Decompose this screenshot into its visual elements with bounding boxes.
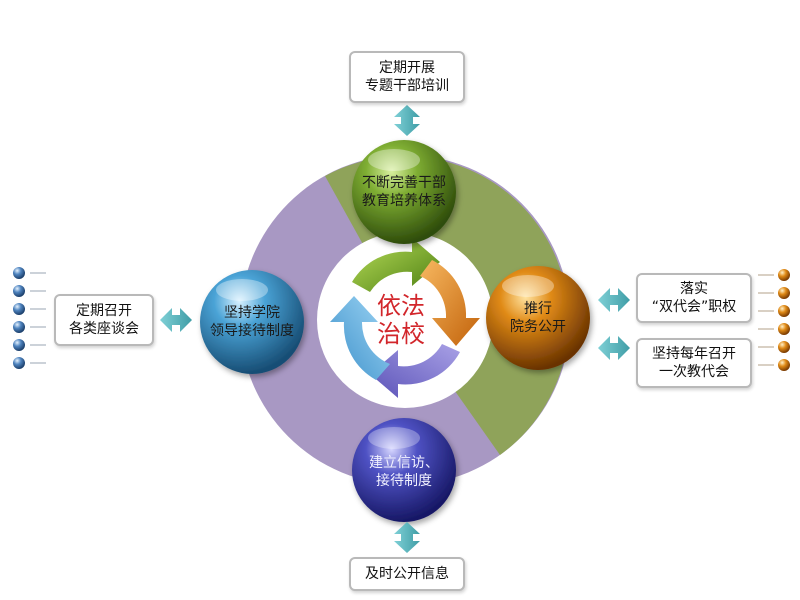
blue-dot-icon bbox=[13, 285, 25, 297]
box-top: 定期开展 专题干部培训 bbox=[349, 51, 465, 103]
arrow-orange-icon bbox=[420, 260, 480, 346]
sphere-left-line-2: 领导接待制度 bbox=[210, 323, 294, 339]
orange-dot-icon bbox=[778, 341, 790, 353]
blue-dot-icon bbox=[13, 267, 25, 279]
sphere-top bbox=[352, 140, 456, 244]
box-top-line-2: 专题干部培训 bbox=[365, 78, 449, 94]
sphere-left bbox=[200, 270, 304, 374]
connector-top-icon bbox=[394, 105, 420, 136]
box-right-top: 落实 “双代会”职权 bbox=[636, 273, 752, 323]
box-left-line-2: 各类座谈会 bbox=[69, 321, 139, 337]
blue-dot-icon bbox=[13, 303, 25, 315]
box-left: 定期召开 各类座谈会 bbox=[54, 294, 154, 346]
sphere-right bbox=[486, 266, 590, 370]
arrow-blue-icon bbox=[330, 296, 390, 380]
right-dot-list bbox=[758, 269, 790, 371]
orange-dot-icon bbox=[778, 359, 790, 371]
left-dot-list bbox=[13, 267, 46, 369]
orange-dot-icon bbox=[778, 287, 790, 299]
blue-dot-icon bbox=[13, 339, 25, 351]
sphere-top-label: 不断完善干部 教育培养体系 bbox=[349, 172, 459, 212]
box-top-line-1: 定期开展 bbox=[379, 60, 435, 76]
sphere-left-line-1: 坚持学院 bbox=[224, 305, 280, 321]
sphere-bottom-line-2: 接待制度 bbox=[376, 473, 432, 489]
center-line-1: 依法 bbox=[377, 292, 425, 320]
box-bottom: 及时公开信息 bbox=[349, 557, 465, 591]
sphere-top-line-2: 教育培养体系 bbox=[362, 193, 446, 209]
box-right-bottom-line-1: 坚持每年召开 bbox=[652, 346, 736, 362]
connector-bottom-icon bbox=[394, 522, 420, 553]
sphere-right-line-1: 推行 bbox=[524, 301, 552, 317]
circular-arrows-icon bbox=[330, 238, 480, 398]
box-right-bottom: 坚持每年召开 一次教代会 bbox=[636, 338, 752, 388]
arrow-green-icon bbox=[352, 238, 440, 292]
orange-dot-icon bbox=[778, 269, 790, 281]
connector-right-bottom-icon bbox=[598, 336, 630, 360]
sphere-bottom-label: 建立信访、 接待制度 bbox=[354, 452, 454, 492]
box-left-line-1: 定期召开 bbox=[76, 303, 132, 319]
sphere-bottom-line-1: 建立信访、 bbox=[369, 455, 439, 471]
arrow-purple-icon bbox=[370, 344, 460, 398]
box-right-top-line-1: 落实 bbox=[680, 281, 708, 297]
center-title: 依法 治校 bbox=[361, 290, 441, 350]
sphere-bottom bbox=[352, 418, 456, 522]
orange-dot-icon bbox=[778, 323, 790, 335]
orange-dot-icon bbox=[778, 305, 790, 317]
box-bottom-line-1: 及时公开信息 bbox=[365, 566, 449, 582]
sphere-top-line-1: 不断完善干部 bbox=[362, 175, 446, 191]
connector-left-icon bbox=[160, 308, 192, 332]
sphere-right-label: 推行 院务公开 bbox=[488, 298, 588, 338]
box-right-bottom-line-2: 一次教代会 bbox=[659, 364, 729, 380]
box-right-top-line-2: “双代会”职权 bbox=[651, 299, 737, 315]
blue-dot-icon bbox=[13, 321, 25, 333]
sphere-left-label: 坚持学院 领导接待制度 bbox=[197, 302, 307, 342]
center-line-2: 治校 bbox=[377, 320, 425, 348]
blue-dot-icon bbox=[13, 357, 25, 369]
connector-right-top-icon bbox=[598, 288, 630, 312]
sphere-right-line-2: 院务公开 bbox=[510, 319, 566, 335]
